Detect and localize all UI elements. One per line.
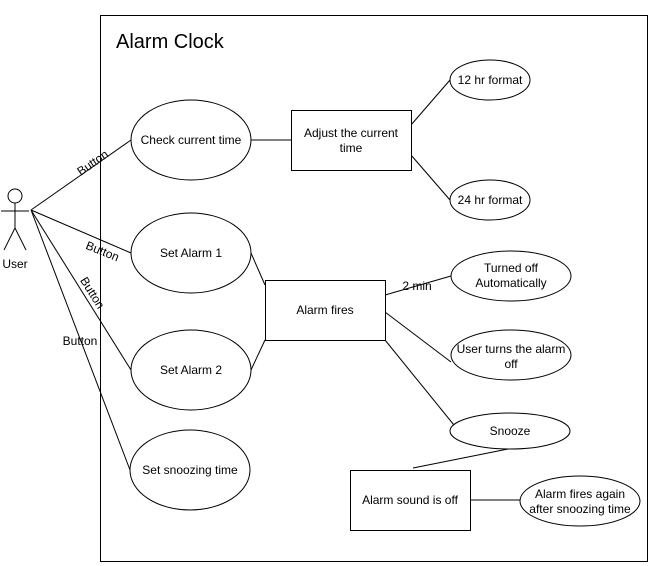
use-case-set-alarm-1-label: Set Alarm 1: [160, 246, 222, 260]
box-adjust-current-time-label-2: time: [340, 141, 363, 155]
box-alarm-fires-label: Alarm fires: [296, 303, 353, 317]
use-case-fires-again-label-1: Alarm fires again: [535, 487, 625, 501]
use-case-check-current-time: [130, 99, 252, 181]
use-case-user-turns-off-label-1: User turns the alarm: [457, 342, 566, 356]
use-case-24-hr-format-label: 24 hr format: [458, 193, 523, 207]
use-case-set-alarm-2-label: Set Alarm 2: [160, 363, 222, 377]
use-case-set-snoozing-time: [129, 429, 251, 511]
use-case-turned-off-automatically: [450, 250, 572, 302]
connector-snooze-sound-off: [412, 448, 509, 469]
use-case-snooze: [449, 412, 571, 450]
use-case-set-snoozing-time-label: Set snoozing time: [142, 463, 238, 477]
connector-user-set-alarm-1: [30, 209, 132, 254]
box-adjust-current-time: [291, 110, 412, 171]
connector-fires-snooze: [384, 339, 459, 431]
use-case-check-current-time-label: Check current time: [141, 133, 242, 147]
use-case-alarm-fires-again: [519, 475, 641, 527]
connector-user-set-alarm-2: [30, 209, 132, 371]
diagram-title: Alarm Clock: [116, 31, 225, 53]
use-case-fires-again-label-2: after snoozing time: [529, 502, 631, 516]
actor-head: [7, 188, 23, 204]
actor-right-leg: [14, 227, 27, 251]
use-case-set-alarm-1: [130, 212, 252, 294]
use-case-turned-off-label-2: Automatically: [475, 276, 546, 290]
connector-adjust-24hr: [410, 154, 451, 201]
use-case-user-turns-off-label-2: off: [504, 357, 518, 371]
use-case-12-hr-format: [449, 59, 531, 101]
connector-fires-turned-off: [384, 275, 452, 296]
connector-alarm1-fires: [250, 252, 266, 286]
edge-label-button-snoozing: Button: [63, 334, 98, 348]
use-case-turned-off-label-1: Turned off: [484, 261, 539, 275]
user-actor: User: [1, 188, 29, 271]
connectors: [30, 79, 520, 501]
connector-user-check-time: [30, 139, 132, 211]
actor-left-leg: [3, 227, 16, 251]
use-case-24-hr-format: [449, 179, 531, 221]
use-case-snooze-label: Snooze: [490, 424, 531, 438]
use-case-set-alarm-2: [130, 329, 252, 411]
use-case-user-turns-alarm-off: [450, 329, 572, 381]
connector-fires-user-off: [384, 311, 452, 363]
box-alarm-fires: [265, 280, 386, 341]
box-adjust-current-time-label-1: Adjust the current: [304, 126, 399, 140]
edge-label-two-min: 2 min: [402, 279, 431, 293]
connector-user-set-snoozing: [30, 209, 131, 471]
box-alarm-sound-off: [350, 470, 471, 531]
actor-label: User: [2, 257, 27, 271]
connector-adjust-12hr: [410, 79, 451, 126]
box-alarm-sound-off-label: Alarm sound is off: [362, 493, 458, 507]
connector-alarm2-fires: [250, 339, 266, 371]
use-case-12-hr-format-label: 12 hr format: [458, 73, 523, 87]
